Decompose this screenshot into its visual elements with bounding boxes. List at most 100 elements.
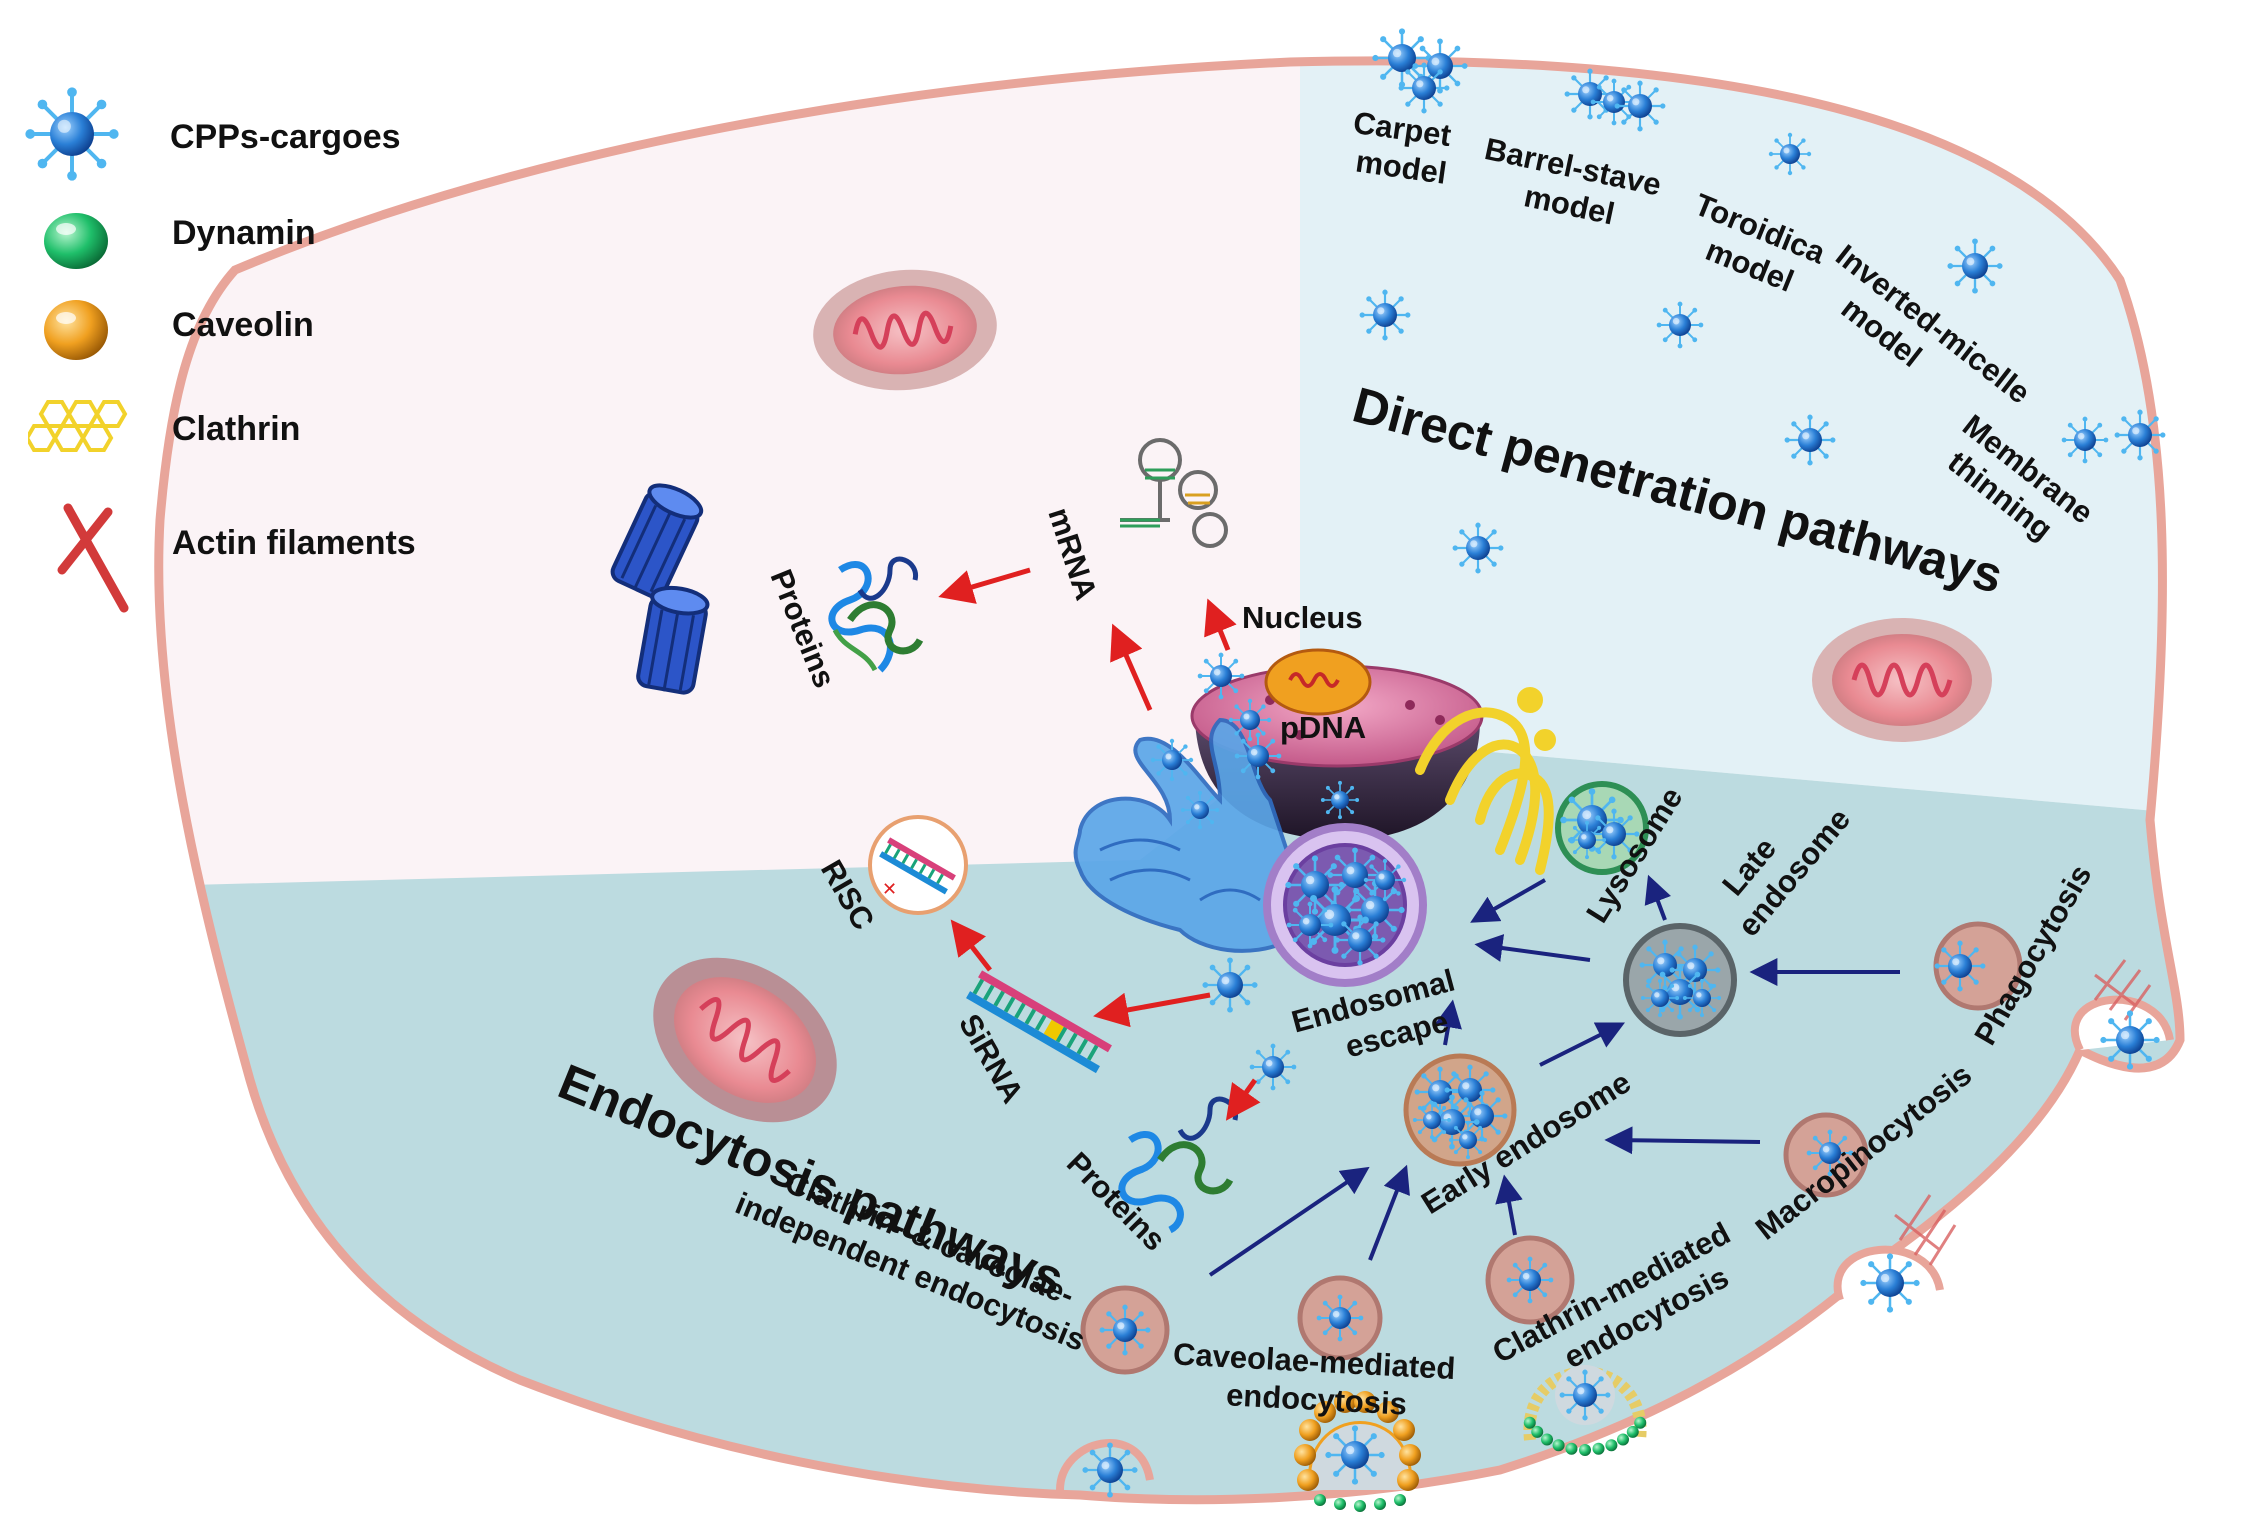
endosome-cargo: [1682, 978, 1722, 1018]
legend-label-actin-filaments: Actin filaments: [172, 524, 416, 562]
endosome-cargo: [1444, 1064, 1496, 1116]
cpp-cargo: [1768, 132, 1812, 176]
mrna-hairpin-icon: [1120, 438, 1228, 548]
cpp-cargo: [1234, 732, 1282, 780]
endosome-cargo: [1414, 1066, 1466, 1118]
arrow-to-mrna: [1110, 623, 1153, 712]
upper-right-region: [1300, 60, 2181, 820]
cpp-cargo: [2114, 409, 2166, 461]
caveolin-bead: [1399, 1444, 1421, 1466]
dynamin-bead: [1334, 1498, 1346, 1510]
cpp-cargo: [2061, 416, 2109, 464]
arrow-late-to-escape: [1474, 934, 1591, 962]
dynamin-bead: [1634, 1416, 1647, 1429]
cpp-cargo: [1452, 522, 1504, 574]
cpps-cargo-legend-mark: [25, 87, 119, 181]
endosome-cargo: [1334, 914, 1386, 966]
cpp-cargo: [1197, 652, 1245, 700]
mitochondrion-bottom: [653, 957, 837, 1123]
cpp-cargo: [1398, 62, 1450, 114]
mitochondrion-top: [813, 269, 997, 391]
dynamin-bead: [1579, 1444, 1591, 1456]
cpp-cargo: [1559, 1369, 1611, 1421]
endosome-cargo: [1640, 978, 1680, 1018]
actin-filament-icon: [57, 503, 129, 613]
label-pdna: pDNA: [1280, 710, 1366, 745]
cpps-cargo-icon: [25, 87, 119, 181]
dynamin-bead: [1354, 1500, 1366, 1512]
caveolin-coat: [1294, 1391, 1421, 1512]
arrow-nucleus-up: [1204, 598, 1237, 651]
arrow-macro-to-early: [1604, 1126, 1761, 1155]
endosome-cargo: [1286, 901, 1334, 949]
dynamin-bead: [1592, 1442, 1605, 1455]
golgi-apparatus-icon: [1415, 687, 1556, 875]
clathrin-icon: [28, 400, 128, 452]
cpp-cargo: [1806, 1129, 1854, 1177]
arrow-lysosome-to-escape: [1470, 878, 1546, 923]
endosome-cargo: [1588, 808, 1640, 860]
arrow-escape-to-sirna: [1093, 992, 1211, 1028]
cpp-cargo: [1099, 1304, 1151, 1356]
caveolin-bead: [1314, 1401, 1336, 1423]
mitochondrion-right: [1812, 618, 1992, 742]
dynamin-icon: [44, 213, 108, 269]
cpp-cargo: [2100, 1010, 2160, 1070]
cpp-cargo: [1316, 1294, 1364, 1342]
arrow-caveolae-to-early: [1368, 1164, 1410, 1261]
caveolin-bead: [1397, 1469, 1419, 1491]
cpp-cargo: [1947, 238, 2003, 294]
dynamin-bead: [1626, 1425, 1639, 1438]
cpp-cargo: [1614, 80, 1666, 132]
arrow-independent-to-early: [1208, 1166, 1370, 1277]
caveolin-icon: [44, 300, 108, 360]
cargo-layer: [1082, 28, 2166, 1498]
endosome-cargo: [1424, 1094, 1480, 1150]
invagination-phago: [2070, 995, 2174, 1052]
cpp-cargo: [1320, 780, 1360, 820]
sirna-duplex-icon: [966, 970, 1112, 1074]
arrow-early-to-escape: [1434, 999, 1462, 1046]
arrow-mrna-to-proteins: [938, 567, 1031, 604]
endosome-cargo: [1363, 858, 1407, 902]
cpp-cargo: [1934, 940, 1986, 992]
caveolin-bead: [1299, 1419, 1321, 1441]
dynamin-bead: [1531, 1425, 1544, 1438]
arrow-early-to-late: [1539, 1022, 1626, 1067]
dynamin-bead: [1314, 1494, 1326, 1506]
dynamin-bead: [1552, 1439, 1565, 1452]
cpp-cargo: [1180, 790, 1220, 830]
arrow-escape-to-proteins: [1225, 1078, 1261, 1121]
cpp-cargo: [1228, 698, 1272, 742]
cpp-cargo: [1082, 1442, 1138, 1498]
caveolin-bead: [1297, 1469, 1319, 1491]
cpp-cargo: [1784, 414, 1836, 466]
endosome-cargo: [1412, 1100, 1452, 1140]
cpp-cargo: [1506, 1256, 1554, 1304]
blue-arrows: [1208, 874, 1900, 1277]
dynamin-bead: [1565, 1442, 1578, 1455]
cpp-cargo: [1656, 301, 1704, 349]
svg-text:✕: ✕: [882, 879, 897, 899]
arrow-clathrin-to-early: [1495, 1174, 1523, 1236]
actin-mesh: [1894, 959, 2152, 1266]
cpp-cargo: [1202, 957, 1258, 1013]
cpp-cargo: [1249, 1043, 1297, 1091]
cpp-cargo: [1325, 1425, 1385, 1485]
endosome-cargo: [1448, 1120, 1488, 1160]
dynamin-bead: [1523, 1416, 1536, 1429]
cpp-cargo: [1412, 38, 1468, 94]
dynamin-bead: [1605, 1439, 1618, 1452]
arrow-sirna-to-risc: [950, 919, 992, 972]
dynamin-bead: [1394, 1494, 1406, 1506]
arrow-late-to-lysosome: [1644, 874, 1671, 921]
dynamin-bead: [1374, 1498, 1386, 1510]
protein-structure-icon-top: [828, 556, 924, 673]
label-nucleus: Nucleus: [1242, 600, 1363, 635]
risc-complex-icon: ✕: [868, 815, 968, 915]
endosome-cargo: [1567, 820, 1607, 860]
legend-label-dynamin: Dynamin: [172, 214, 316, 252]
nucleolus-icon: [1264, 648, 1372, 716]
legend-label-cpps-cargoes: CPPs-cargoes: [170, 118, 401, 156]
